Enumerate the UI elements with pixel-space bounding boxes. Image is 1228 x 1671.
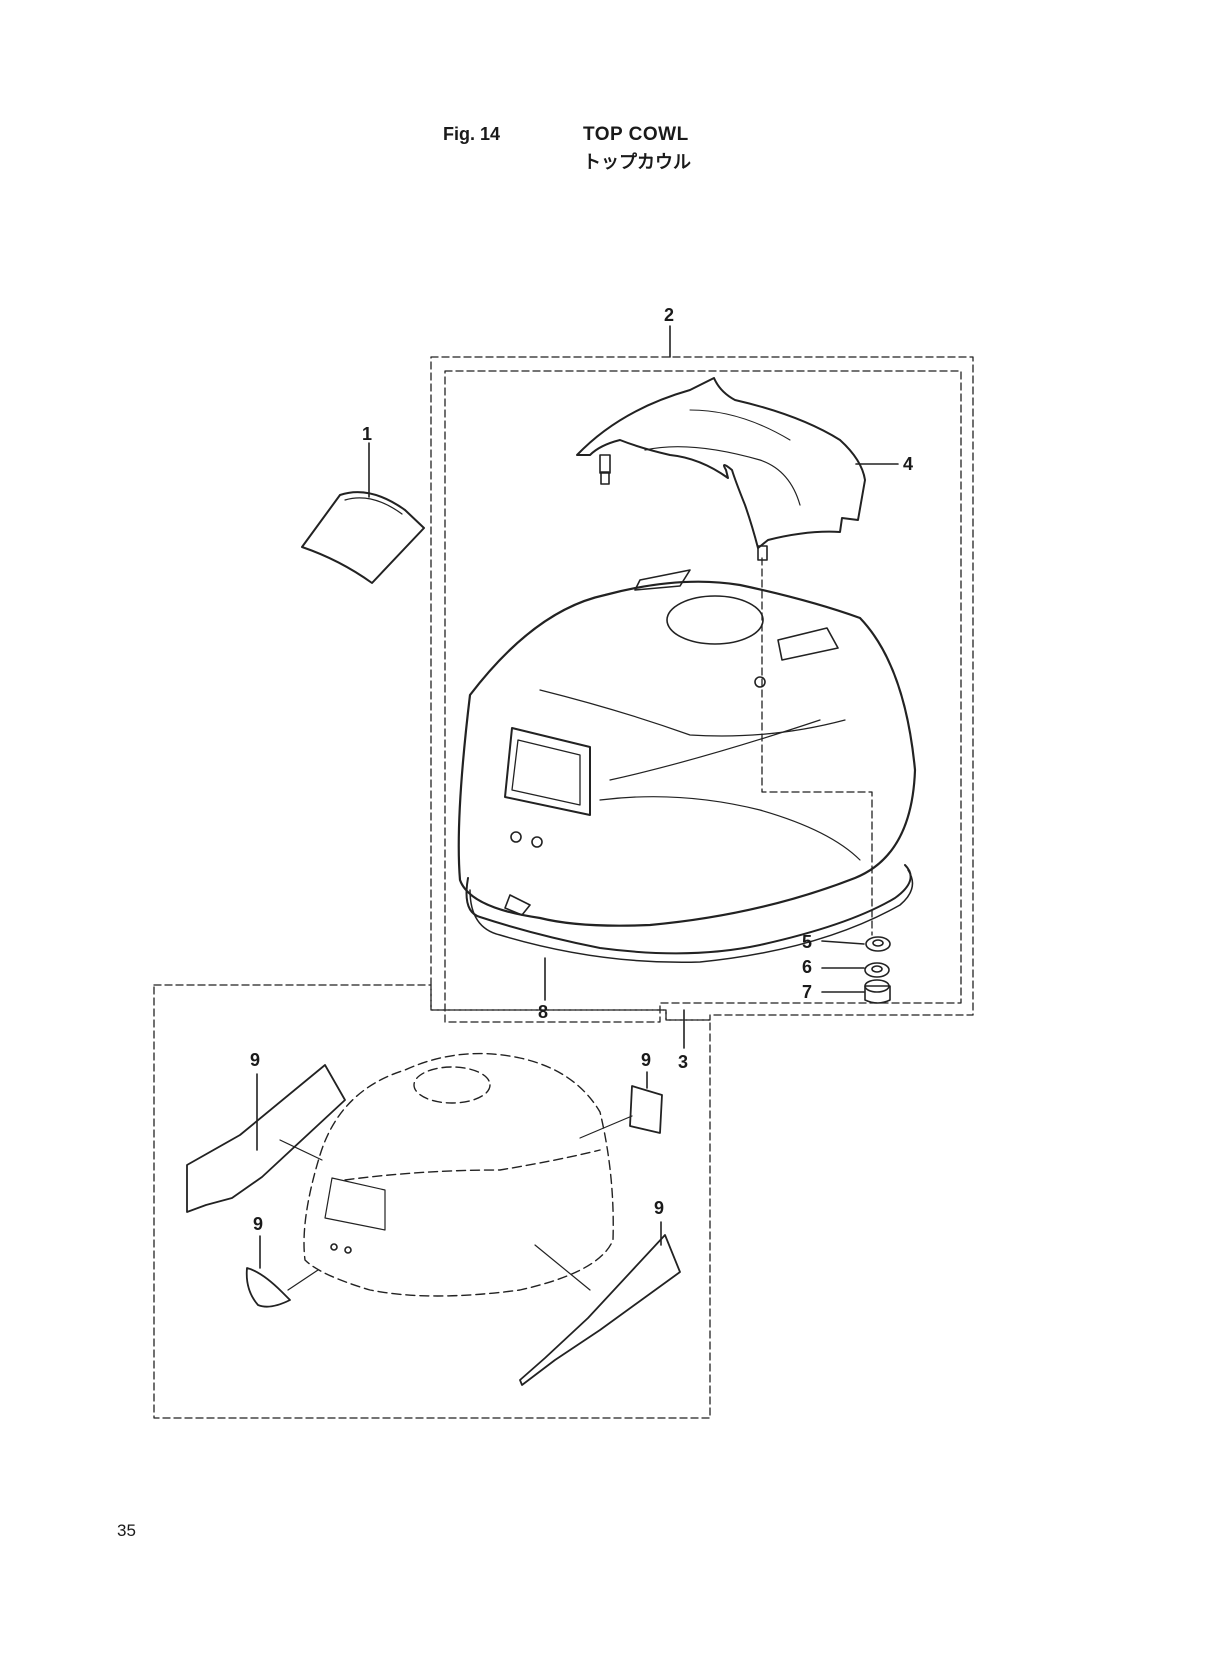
- callout-9-right-top: 9: [641, 1050, 651, 1070]
- callout-3: 3: [678, 1052, 688, 1072]
- leader-5: [821, 940, 865, 945]
- main-cowl-top-opening: [666, 595, 764, 645]
- ghost-cowl: [303, 1052, 614, 1297]
- callout-4: 4: [903, 454, 913, 474]
- ghost-cowl-window: [324, 1177, 386, 1231]
- main-cowl-hole-right: [531, 836, 543, 848]
- main-cowl-front-window: [504, 727, 591, 816]
- page-number: 35: [117, 1521, 136, 1540]
- group-2-inner-boundary: [444, 370, 962, 1023]
- callout-7: 7: [802, 982, 812, 1002]
- callout-9-left: 9: [250, 1050, 260, 1070]
- part-7-nut: [864, 985, 891, 1004]
- callout-1: 1: [362, 424, 372, 444]
- group-3-boundary: [153, 984, 711, 1419]
- callout-2: 2: [664, 305, 674, 325]
- callout-8: 8: [538, 1002, 548, 1022]
- part-5-washer: [865, 936, 891, 952]
- callout-5: 5: [802, 932, 812, 952]
- part-9-decal-right: [519, 1234, 681, 1386]
- callout-6: 6: [802, 957, 812, 977]
- part-1-pad: [301, 491, 425, 584]
- part-8-gasket: [465, 864, 912, 955]
- page-title-japanese: トップカウル: [583, 152, 691, 173]
- callout-9-right-bottom: 9: [654, 1198, 664, 1218]
- main-cowl-rear-hole: [754, 676, 766, 688]
- part-9-decal-front-small: [245, 1267, 291, 1308]
- part-9-decal-right-small: [629, 1085, 663, 1134]
- part-6-washer: [864, 962, 890, 978]
- page-title: TOP COWL: [583, 124, 689, 145]
- assembly-line-4: [761, 557, 873, 936]
- figure-number: Fig. 14: [443, 124, 501, 144]
- part-9-decal-left: [186, 1064, 346, 1213]
- part-4-stud-left: [599, 454, 611, 474]
- part-4-upper-cover: [576, 377, 866, 549]
- callout-9-front: 9: [253, 1214, 263, 1234]
- main-cowl-hole-left: [510, 831, 522, 843]
- part-4-stud-left-thread: [600, 471, 610, 485]
- group-2-boundary: [430, 356, 974, 1021]
- main-cowl: [457, 580, 917, 927]
